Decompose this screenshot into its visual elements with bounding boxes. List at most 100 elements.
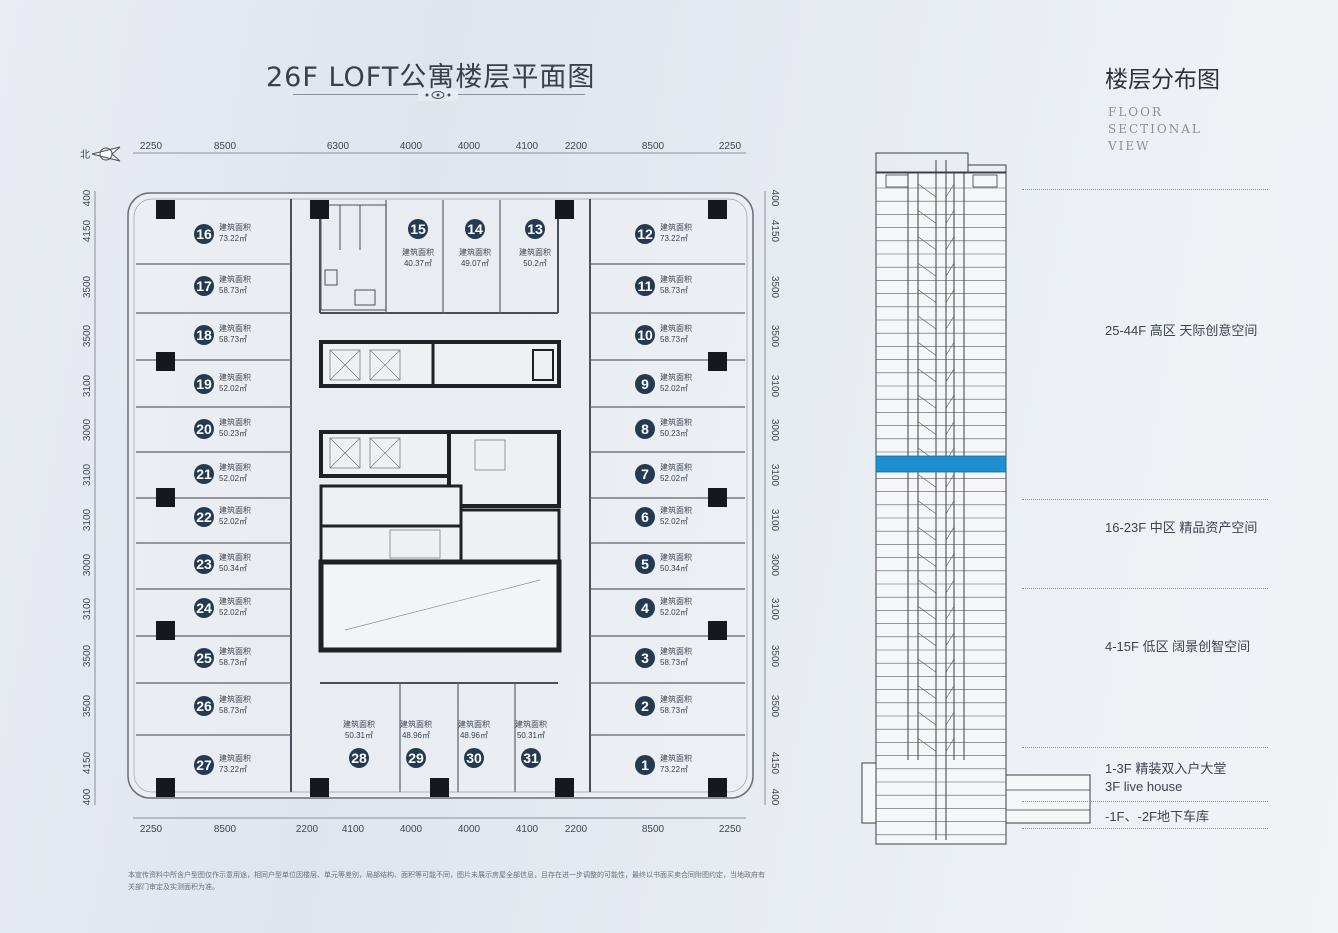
unit-area-label: 建筑面积: [219, 372, 251, 382]
dimension-label: 400: [82, 788, 93, 805]
unit-number-badge: [194, 755, 214, 775]
zone-divider: [1022, 801, 1268, 802]
unit-number: 12: [637, 226, 653, 242]
unit-area-label: 建筑面积: [219, 596, 251, 606]
unit-area-value: 58.73㎡: [660, 706, 688, 715]
dimension-label: 3100: [769, 375, 780, 398]
dimension-label: 3100: [82, 463, 93, 486]
unit-number-badge: [635, 325, 655, 345]
unit-area-label: 建筑面积: [660, 372, 692, 382]
dimension-label: 3500: [82, 644, 93, 667]
unit-number-badge: [194, 374, 214, 394]
unit-area-label: 建筑面积: [219, 274, 251, 284]
unit-number: 16: [196, 226, 212, 242]
structural-column: [708, 621, 727, 640]
unit-number-badge: [525, 219, 545, 239]
title-ornament-icon: [418, 89, 458, 101]
unit-number: 2: [641, 698, 649, 714]
unit-number-badge: [194, 224, 214, 244]
zone-divider: [1022, 588, 1268, 589]
unit-area-label: 建筑面积: [660, 596, 692, 606]
structural-column: [156, 488, 175, 507]
unit-area-value: 52.02㎡: [219, 517, 247, 526]
unit-area-label: 建筑面积: [458, 719, 490, 729]
dimension-label: 4000: [400, 141, 423, 152]
zone-mid: 16-23F 中区 精品资产空间: [1105, 520, 1258, 535]
dimension-label: 3100: [82, 597, 93, 620]
dimension-label: 3500: [82, 275, 93, 298]
unit-number-badge: [635, 648, 655, 668]
dimension-label: 2250: [719, 824, 742, 835]
dimension-label: 2250: [719, 141, 742, 152]
dimension-label: 3100: [82, 508, 93, 531]
unit-number-badge: [194, 507, 214, 527]
unit-number-badge: [194, 419, 214, 439]
unit-number-badge: [635, 755, 655, 775]
dimension-label: 4150: [82, 219, 93, 242]
unit-area-label: 建筑面积: [343, 719, 375, 729]
unit-area-value: 52.02㎡: [660, 384, 688, 393]
dimension-label: 3100: [769, 464, 780, 487]
dimension-label: 4100: [516, 141, 539, 152]
unit-area-label: 建筑面积: [515, 719, 547, 729]
unit-number: 11: [638, 278, 653, 294]
unit-area-value: 73.22㎡: [660, 765, 688, 774]
dimension-label: 3000: [82, 553, 93, 576]
structural-column: [156, 621, 175, 640]
unit-area-value: 48.96㎡: [460, 731, 488, 740]
unit-area-value: 73.22㎡: [660, 234, 688, 243]
unit-area-label: 建筑面积: [660, 694, 692, 704]
unit-number-badge: [635, 507, 655, 527]
unit-area-label: 建筑面积: [219, 753, 251, 763]
dimension-label: 8500: [642, 824, 665, 835]
structural-column: [310, 200, 329, 219]
unit-number-badge: [406, 748, 426, 768]
unit-number-badge: [464, 748, 484, 768]
unit-area-label: 建筑面积: [660, 323, 692, 333]
structural-column: [555, 200, 574, 219]
dimension-label: 8500: [642, 141, 665, 152]
unit-2[interactable]: 2 建筑面积 58.73㎡: [635, 694, 692, 716]
dimension-label: 4150: [769, 220, 780, 243]
unit-area-value: 49.07㎡: [461, 259, 489, 268]
unit-area-value: 52.02㎡: [660, 474, 688, 483]
unit-number-badge: [194, 598, 214, 618]
dimension-label: 3000: [769, 419, 780, 442]
dimension-label: 4000: [458, 824, 481, 835]
unit-number-badge: [635, 276, 655, 296]
dimension-label: 400: [769, 190, 780, 207]
unit-number: 25: [196, 650, 212, 666]
unit-area-label: 建筑面积: [519, 247, 551, 257]
dimension-label: 2200: [565, 824, 588, 835]
